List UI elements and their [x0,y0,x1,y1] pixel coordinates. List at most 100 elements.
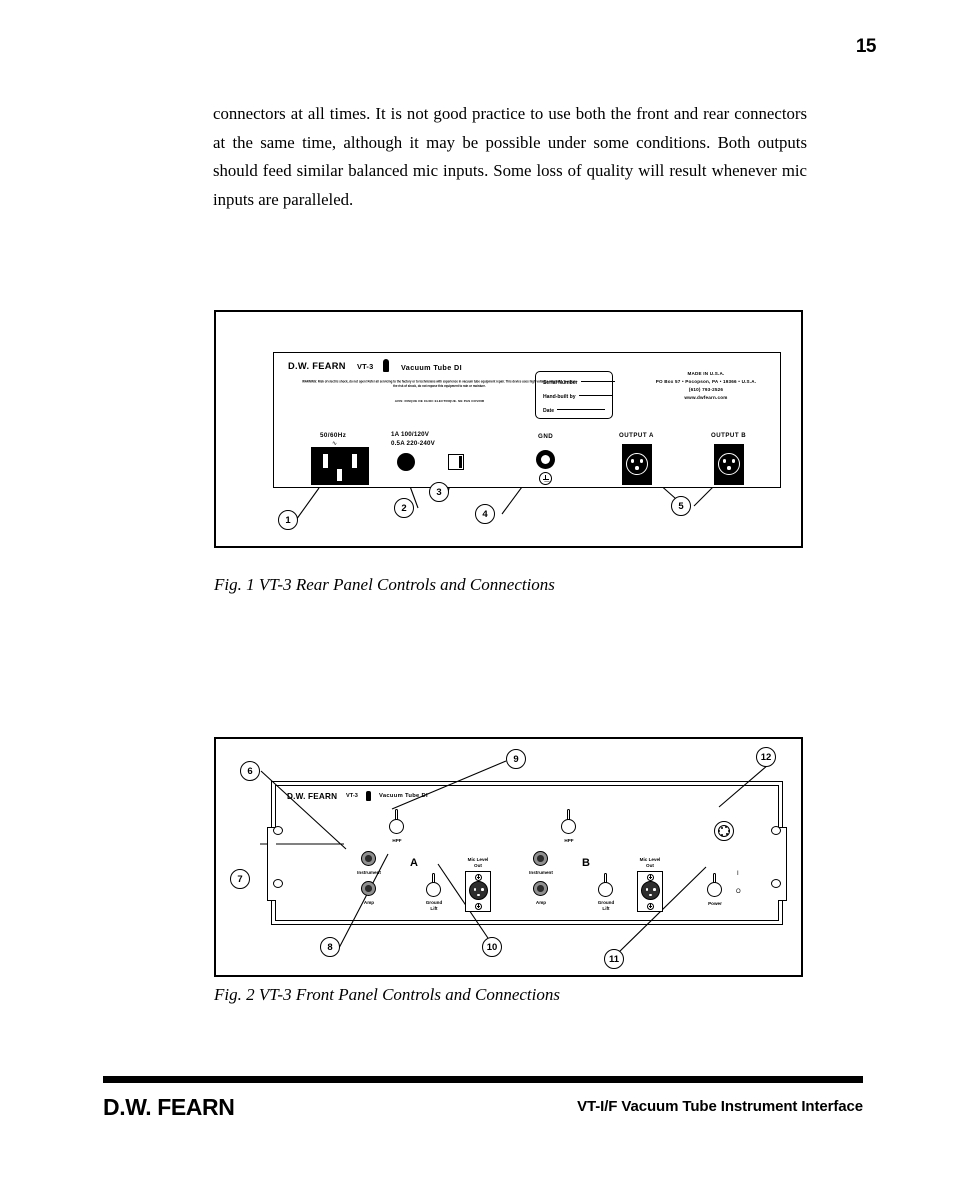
amp-label-a: Amp [363,900,375,905]
ground-lift-label-a: Ground Lift [412,900,456,912]
rack-ear-right [778,827,787,901]
callout-2: 2 [394,498,414,518]
figure-1: D.W. FEARN VT-3 Vacuum Tube DI WARNING: … [214,310,803,548]
power-label: Power [708,901,722,906]
voltage-selector-switch [448,454,464,470]
amp-jack-a[interactable] [361,881,376,896]
xlr-output-b [714,444,744,485]
callout-11: 11 [604,949,624,969]
mic-out-b-pin-1 [645,888,649,891]
mains-frequency-label: 50/60Hz [320,432,347,439]
mic-out-b-pin-3 [649,893,652,897]
instrument-jack-a[interactable] [361,851,376,866]
date-row: Date [543,408,606,414]
fuse-rating-line-2: 0.5A 220-240V [391,439,435,447]
power-switch[interactable] [707,882,722,897]
mic-level-out-a[interactable] [465,871,491,912]
page-number: 15 [855,36,877,57]
iec-slot-ground [337,469,342,481]
rack-notch-top-left [273,826,283,835]
safety-warning-french: AVIS: RISQUE DE CHOC ELECTRIQUE. NE PAS … [394,399,485,403]
power-off-symbol: O [736,889,741,895]
fuse-holder [397,453,415,471]
mic-out-label-b-line1: Mic Level [639,857,661,862]
rack-notch-top-right [771,826,781,835]
ground-lift-switch-b[interactable] [598,882,613,897]
rack-notch-bottom-left [273,879,283,888]
output-b-label: OUTPUT B [711,432,747,439]
xlr-a-pin-1 [630,459,635,463]
front-panel-graphic: D.W. FEARN VT-3 Vacuum Tube DI HPF Instr… [267,781,787,925]
ground-lift-label-a-line1: Ground [425,900,443,905]
ground-lift-label-b-line2: Lift [602,905,610,911]
iec-slot-line [323,454,328,468]
footer-divider [103,1076,863,1083]
rack-notch-bottom-right [771,879,781,888]
mic-out-a-pin-3 [477,893,480,897]
fuse-rating-line-1: 1A 100/120V [391,431,430,438]
xlr-a-pin-2 [639,459,644,463]
hpf-switch-a[interactable] [389,819,404,834]
iec-slot-neutral [352,454,357,468]
rear-panel-brand: D.W. FEARN [288,361,346,371]
mic-out-label-b-line2: Out [646,862,654,868]
hpf-label-b: HPF [564,838,574,843]
tube-socket-pin-3 [728,829,731,832]
rear-panel-model: VT-3 [357,362,374,371]
callout-5: 5 [671,496,691,516]
rear-panel-subtitle: Vacuum Tube DI [401,363,462,372]
mic-out-label-b: Mic Level Out [628,857,672,869]
xlr-b-ring [718,453,740,475]
ground-post-label: GND [538,433,554,440]
mic-out-a-connector[interactable] [468,881,488,900]
serial-number-blank [580,381,615,382]
tube-socket-pin-1 [720,826,723,829]
mic-out-label-a: Mic Level Out [456,857,500,869]
mic-out-a-screw-bottom [475,902,482,910]
mic-out-label-a-line1: Mic Level [467,857,489,862]
figure-2: D.W. FEARN VT-3 Vacuum Tube DI HPF Instr… [214,737,803,977]
mic-out-a-pin-2 [481,888,484,891]
xlr-b-pin-1 [722,459,727,463]
ground-lift-label-b: Ground Lift [584,900,628,912]
callout-4: 4 [475,504,495,524]
tube-socket-pin-2 [725,826,728,829]
callout-6: 6 [240,761,260,781]
mic-level-out-b[interactable] [637,871,663,912]
mic-out-b-connector[interactable] [640,881,660,900]
output-a-label: OUTPUT A [619,432,654,439]
xlr-a-pin-3 [635,466,639,470]
instrument-label-a: Instrument [357,870,381,875]
amp-jack-b[interactable] [533,881,548,896]
front-panel-subtitle: Vacuum Tube DI [379,793,428,799]
instrument-label-b: Instrument [529,870,553,875]
front-vacuum-tube-icon [366,791,371,801]
mic-out-b-screw-top [647,873,654,881]
serial-number-label: Serial Number [543,380,578,386]
tube-socket-pin-5 [721,833,724,836]
voltage-selector-indicator [458,456,462,468]
callout-1: 1 [278,510,298,530]
address-line-3: (610) 793-2526 [688,387,724,392]
front-panel-model: VT-3 [346,793,358,799]
mic-out-label-a-line2: Out [474,862,482,868]
tube-socket-icon [714,821,734,841]
safety-warning-text: WARNING: Risk of electric shock, do not … [302,379,577,389]
xlr-a-ring [626,453,648,475]
mic-out-b-screw-bottom [647,902,654,910]
ground-lift-label-b-line1: Ground [597,900,615,905]
ground-binding-post [536,450,555,469]
xlr-b-pin-2 [731,459,736,463]
mic-out-a-screw-top [475,873,482,881]
ground-lift-switch-a[interactable] [426,882,441,897]
tube-socket-pin-6 [718,830,721,833]
fuse-rating-label: 1A 100/120V 0.5A 220-240V [391,431,481,448]
front-panel-brand: D.W. FEARN [287,792,338,801]
power-on-symbol: I [737,871,739,877]
hpf-switch-b[interactable] [561,819,576,834]
instrument-jack-b[interactable] [533,851,548,866]
address-line-4: www.dwfearn.com [684,395,728,400]
footer-brand: D.W. FEARN [103,1094,235,1120]
hpf-label-a: HPF [392,838,402,843]
channel-a-designator: A [410,857,418,869]
